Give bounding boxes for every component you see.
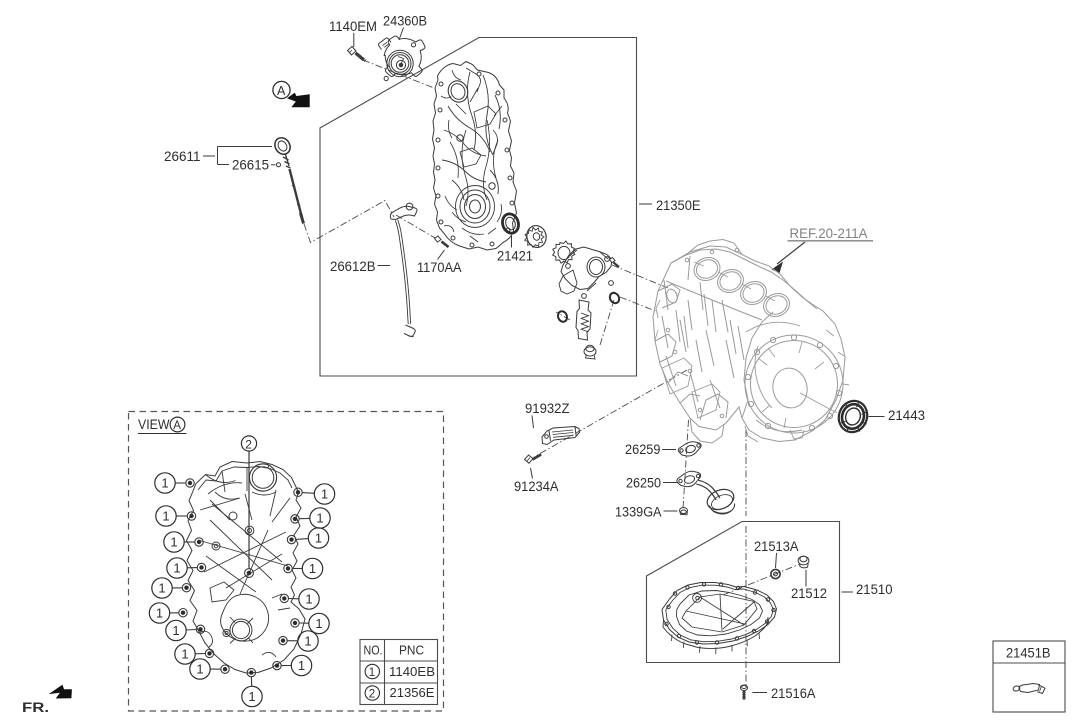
svg-text:2: 2 bbox=[369, 689, 375, 701]
svg-text:1339GA: 1339GA bbox=[615, 505, 662, 521]
svg-text:1: 1 bbox=[369, 667, 375, 679]
svg-text:1140EM: 1140EM bbox=[329, 19, 377, 35]
svg-text:PNC: PNC bbox=[399, 643, 424, 658]
svg-text:1: 1 bbox=[321, 487, 328, 502]
svg-text:91932Z: 91932Z bbox=[525, 401, 570, 417]
svg-text:1: 1 bbox=[170, 535, 177, 550]
svg-text:26615: 26615 bbox=[232, 158, 269, 174]
svg-text:1: 1 bbox=[173, 561, 180, 576]
svg-text:26612B: 26612B bbox=[330, 259, 376, 275]
svg-text:21451B: 21451B bbox=[1006, 646, 1051, 662]
svg-text:A: A bbox=[277, 84, 286, 98]
svg-text:21350E: 21350E bbox=[656, 198, 701, 214]
svg-text:VIEW: VIEW bbox=[138, 417, 170, 433]
svg-text:1: 1 bbox=[158, 581, 165, 596]
svg-text:1: 1 bbox=[305, 592, 312, 607]
svg-text:21513A: 21513A bbox=[754, 539, 799, 555]
svg-text:26259: 26259 bbox=[625, 442, 661, 458]
svg-text:1140EB: 1140EB bbox=[389, 664, 435, 679]
svg-text:1: 1 bbox=[156, 606, 163, 621]
svg-text:A: A bbox=[173, 420, 181, 432]
svg-text:21512: 21512 bbox=[791, 586, 827, 602]
svg-text:1: 1 bbox=[315, 616, 322, 631]
svg-text:21510: 21510 bbox=[856, 582, 893, 598]
svg-text:NO.: NO. bbox=[364, 643, 383, 658]
svg-text:REF.20-211A: REF.20-211A bbox=[790, 226, 868, 242]
svg-text:21421: 21421 bbox=[497, 249, 533, 265]
svg-text:26250: 26250 bbox=[626, 476, 661, 492]
svg-text:21443: 21443 bbox=[888, 408, 925, 424]
svg-text:1: 1 bbox=[315, 531, 322, 546]
svg-text:1: 1 bbox=[161, 476, 168, 491]
svg-text:1: 1 bbox=[298, 658, 305, 673]
svg-text:FR.: FR. bbox=[22, 700, 49, 716]
svg-text:21356E: 21356E bbox=[390, 685, 435, 700]
svg-text:21516A: 21516A bbox=[771, 686, 816, 702]
svg-text:1: 1 bbox=[304, 634, 311, 649]
svg-text:1: 1 bbox=[316, 511, 323, 526]
svg-text:1: 1 bbox=[248, 689, 255, 704]
svg-text:2: 2 bbox=[245, 437, 252, 451]
svg-text:24360B: 24360B bbox=[383, 14, 427, 30]
svg-text:1: 1 bbox=[309, 561, 316, 576]
svg-text:91234A: 91234A bbox=[514, 479, 559, 495]
svg-text:1: 1 bbox=[172, 623, 179, 638]
svg-text:1: 1 bbox=[181, 647, 188, 662]
svg-text:26611: 26611 bbox=[164, 149, 201, 165]
svg-text:1: 1 bbox=[162, 509, 169, 524]
svg-text:1: 1 bbox=[196, 662, 203, 677]
svg-text:1170AA: 1170AA bbox=[417, 260, 462, 276]
